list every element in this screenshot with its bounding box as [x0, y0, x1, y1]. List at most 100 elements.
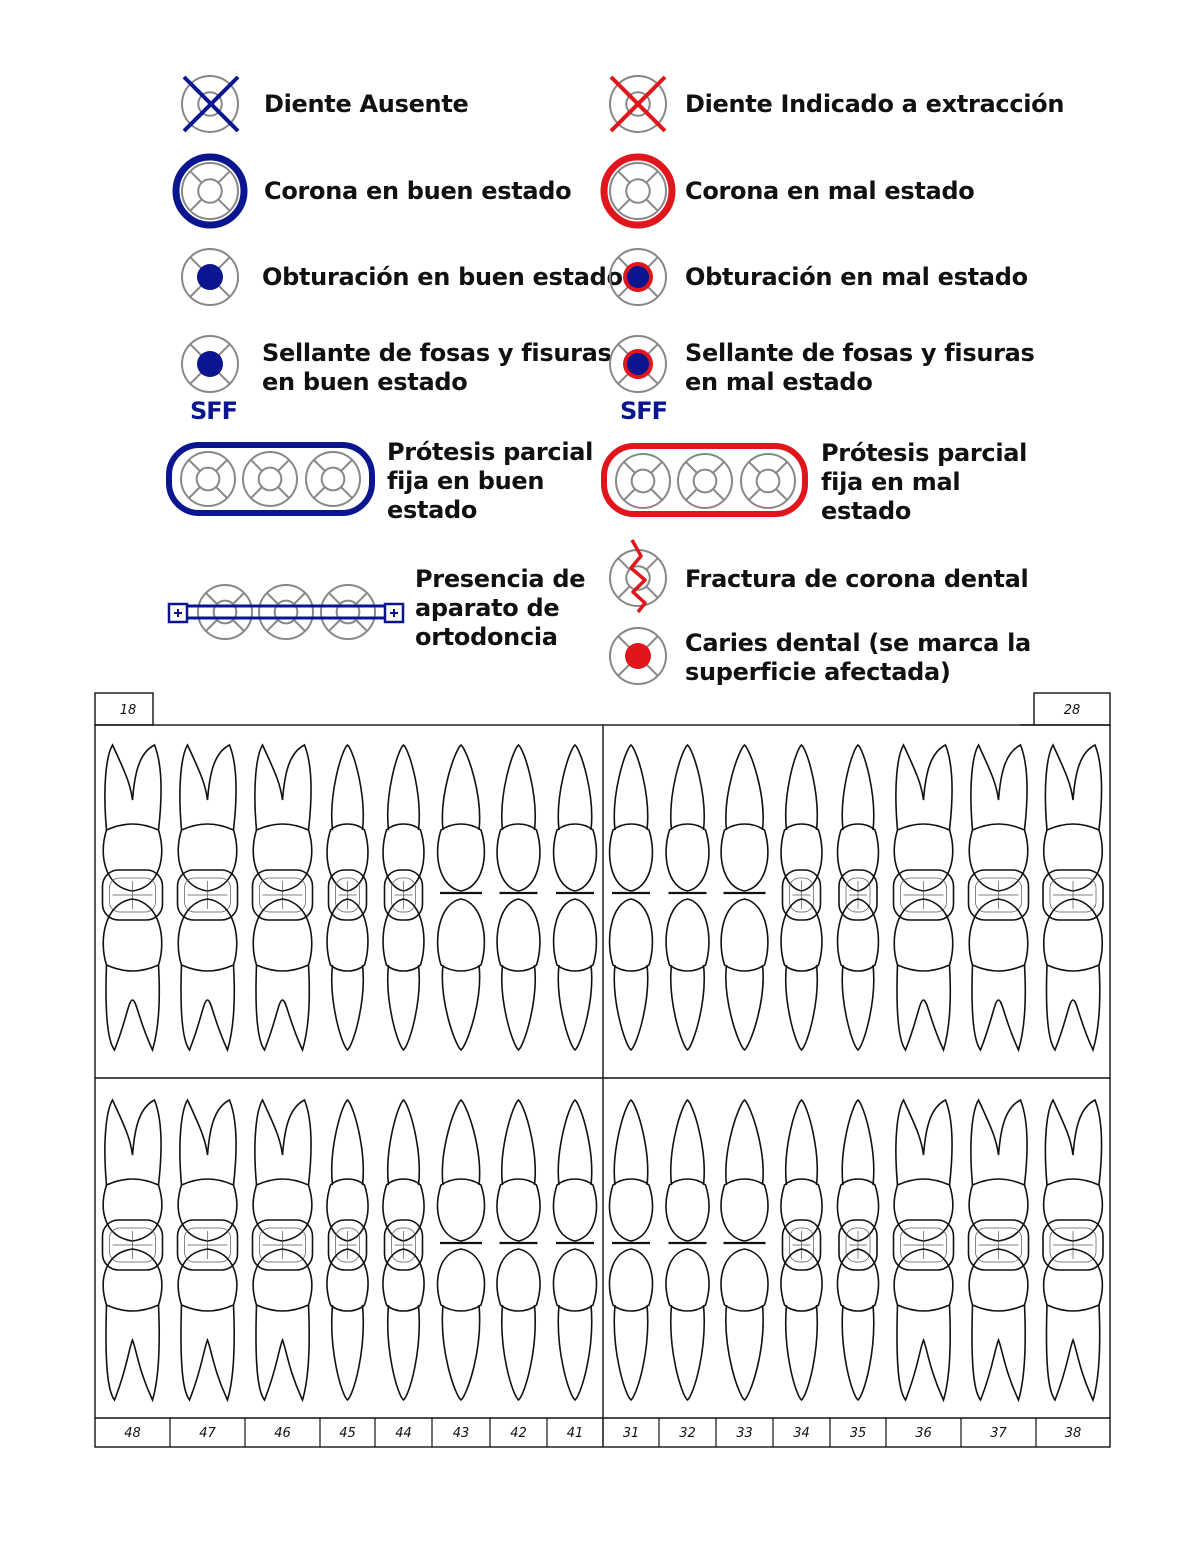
ortho-tooth-icon [197, 584, 253, 640]
tooth-segment-line [685, 461, 698, 474]
tooth-number-18: 18 [120, 703, 137, 718]
tooth-lower-13 [892, 1098, 955, 1403]
tooth-number-47: 47 [199, 1426, 216, 1441]
root-outline [557, 964, 593, 1052]
occlusal-outline [838, 869, 878, 921]
tooth-segment-line [217, 343, 231, 357]
tooth-upper-0 [101, 743, 164, 1053]
tooth-segment-line [313, 486, 326, 499]
tooth-inner-circle [197, 91, 223, 117]
tooth-lower-6 [496, 1098, 541, 1402]
tooth-upper-7 [552, 743, 598, 1052]
crown-outline [436, 823, 486, 892]
tooth-number-41: 41 [567, 1426, 584, 1441]
fissure-lines [394, 881, 413, 909]
root-outline [254, 1098, 312, 1186]
root-outline [613, 743, 649, 831]
tooth-lower-5 [436, 1098, 486, 1402]
tooth-lower-2 [251, 1098, 314, 1403]
tooth-outer-circle [609, 248, 667, 306]
crown-outline [1042, 1248, 1104, 1312]
tooth-segment-line [277, 459, 290, 472]
tooth-outer-circle [197, 584, 253, 640]
root-outline [255, 1304, 311, 1403]
tooth-outer-circle [609, 162, 667, 220]
tooth-segment-line [617, 198, 631, 212]
crown-good-ring [172, 153, 248, 229]
tooth-inner-circle [335, 599, 361, 625]
extraction-x-line [609, 75, 667, 133]
root-outline [179, 743, 237, 831]
root-outline [725, 1304, 764, 1402]
occlusal-inner [845, 1227, 871, 1263]
tooth-number-28: 28 [1064, 703, 1081, 718]
tooth-inner-circle [755, 468, 781, 494]
crown-outline [720, 898, 769, 972]
occlusal-inner [391, 1227, 416, 1263]
bridge-good-tooth-icon [180, 451, 236, 507]
root-outline [441, 1098, 481, 1186]
occlusal-outline [176, 869, 239, 921]
root-outline [1045, 964, 1101, 1053]
root-outline [330, 1304, 365, 1402]
legend-crown-bad-label: Corona en mal estado [685, 177, 975, 205]
crown-outline [252, 823, 313, 892]
tooth-segment-line [645, 635, 659, 649]
tooth-inner-circle [692, 468, 718, 494]
root-outline [501, 743, 536, 831]
tooth-upper-9 [665, 743, 710, 1052]
crown-outline [665, 1178, 710, 1242]
tooth-number-31: 31 [623, 1426, 640, 1441]
fissure-lines [978, 881, 1019, 909]
occlusal-inner [184, 877, 231, 913]
occlusal-outline [781, 869, 822, 921]
root-outline [670, 743, 705, 831]
tooth-number-43: 43 [453, 1426, 470, 1441]
crown-outline [608, 1248, 654, 1312]
root-outline [441, 743, 481, 831]
root-outline [105, 964, 161, 1053]
filling-good-dot [197, 264, 223, 290]
root-outline [254, 743, 312, 831]
tooth-outer-circle [258, 584, 314, 640]
crown-outline [1042, 1178, 1104, 1242]
tooth-segment-line [217, 198, 231, 212]
tooth-segment-line [188, 459, 201, 472]
tooth-segment-line [650, 461, 663, 474]
tooth-segment-line [328, 619, 341, 632]
root-outline [670, 1098, 705, 1186]
fissure-lines [903, 1231, 944, 1259]
ortho-tooth-icon [320, 584, 376, 640]
occlusal-inner [845, 877, 871, 913]
legend-bridge-good-label: Prótesis parcial fija en buen estado [387, 438, 594, 524]
legend-crown-good-label: Corona en buen estado [264, 177, 572, 205]
crown-outline [836, 898, 880, 972]
crown-outline [436, 1248, 486, 1312]
occlusal-inner [975, 1227, 1022, 1263]
tooth-segment-line [205, 619, 218, 632]
tooth-lower-15 [1042, 1098, 1104, 1403]
tooth-number-45: 45 [339, 1426, 356, 1441]
tooth-segment-line [340, 486, 353, 499]
root-outline [386, 964, 421, 1052]
crown-outline [893, 1248, 954, 1312]
occlusal-inner [335, 877, 360, 913]
occlusal-inner [184, 1227, 231, 1263]
fissure-lines [187, 1231, 228, 1259]
tooth-segment-line [189, 198, 203, 212]
crown-outline [836, 1248, 880, 1312]
root-outline [104, 1098, 162, 1186]
root-outline [725, 743, 764, 831]
tooth-outer-circle [320, 584, 376, 640]
legend-ortho-label: Presencia de aparato de ortodoncia [415, 565, 586, 651]
tooth-upper-8 [608, 743, 654, 1052]
tooth-segment-line [250, 486, 263, 499]
crown-outline [968, 823, 1029, 892]
occlusal-outline [383, 1219, 424, 1271]
root-outline [330, 964, 365, 1052]
fissure-lines [1053, 881, 1093, 909]
occlusal-inner [900, 877, 947, 913]
crown-outline [665, 823, 710, 892]
fissure-lines [903, 881, 944, 909]
